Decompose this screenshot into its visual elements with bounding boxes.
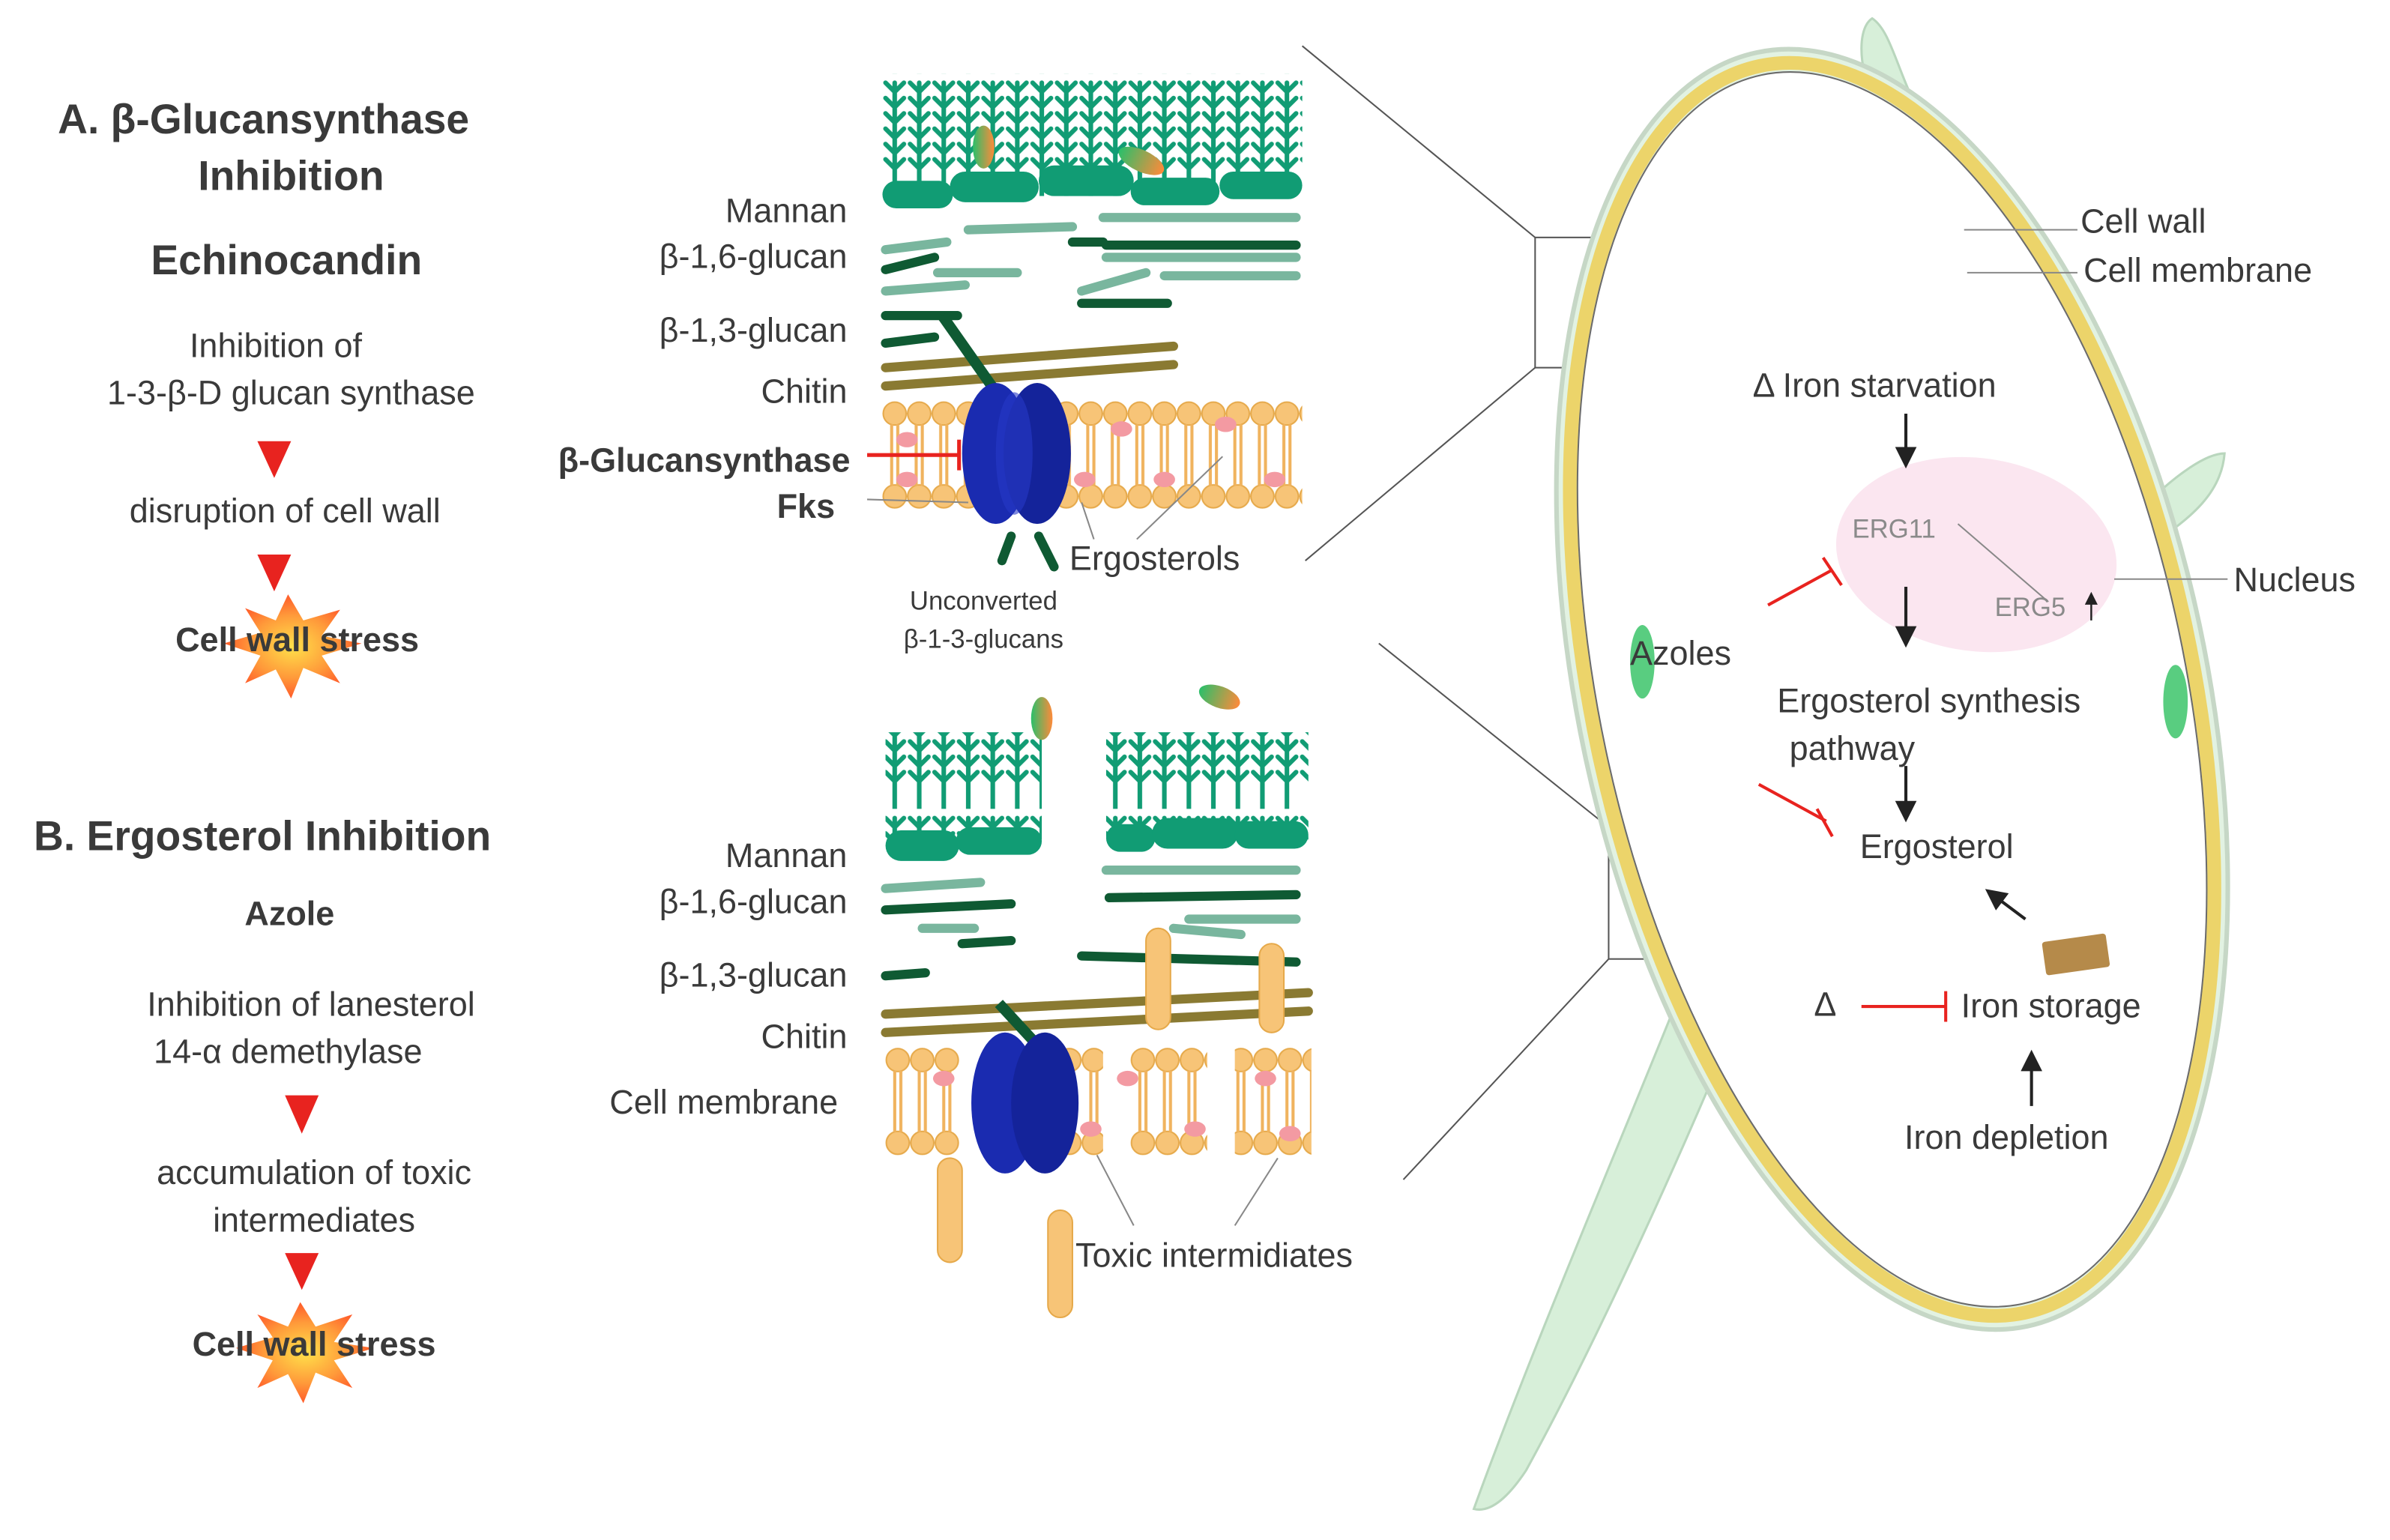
wall-b-glucan-layers	[881, 865, 1313, 1037]
wall-b-lipid-bilayer-fragments	[885, 1048, 1312, 1156]
label-erg11: ERG11	[1852, 514, 1936, 544]
glucan-synthase-enzyme	[938, 312, 1071, 525]
cell-callouts	[1957, 229, 2228, 602]
label-erg5: ERG5	[1994, 593, 2066, 622]
panel-b-outcome: Cell wall stress	[192, 1325, 436, 1364]
glucan-synthase-enzyme-b	[971, 1000, 1079, 1174]
label-b16-glucan-a: β-1,6-glucan	[659, 237, 848, 276]
label-chitin-a: Chitin	[761, 372, 848, 411]
panel-a-flow-arrows	[257, 441, 292, 592]
stress-burst-a	[223, 594, 362, 699]
label-b13-glucan-b: β-1,3-glucan	[659, 955, 848, 994]
label-cell-membrane-b: Cell membrane	[609, 1083, 839, 1122]
wall-a-mannan-layer	[882, 73, 1303, 209]
panel-a-step1-line2: 1-3-β-D glucan synthase	[106, 373, 475, 412]
cell-pathway-arrows	[1895, 413, 2098, 1106]
label-mannan-b: Mannan	[725, 836, 848, 875]
drug-pill	[1198, 684, 1240, 710]
panel-b-step2: accumulation of toxic	[157, 1153, 472, 1192]
wall-b-sterols	[932, 1070, 1301, 1141]
stress-burst-b	[235, 1302, 374, 1404]
label-azoles: Azoles	[1630, 634, 1732, 673]
panel-a-title: A. β-Glucansynthase	[58, 96, 470, 143]
wall-b-callouts	[1096, 1154, 1279, 1226]
label-b13-glucan-a: β-1,3-glucan	[659, 310, 848, 350]
label-iron-starvation: Δ Iron starvation	[1752, 366, 1997, 405]
label-ergosterols: Ergosterols	[1069, 539, 1240, 578]
drug-pill	[973, 125, 995, 169]
panel-a-outcome: Cell wall stress	[175, 620, 420, 659]
label-iron-storage: Iron storage	[1961, 986, 2141, 1025]
label-chitin-b: Chitin	[761, 1017, 848, 1056]
azole-binding-spots	[1630, 625, 2188, 739]
label-delta: Δ	[1814, 985, 1837, 1024]
cell-membrane-ring	[1563, 55, 2221, 1323]
label-unconverted-line2: β-1-3-glucans	[903, 625, 1063, 654]
label-cell-wall: Cell wall	[2080, 202, 2206, 241]
cell-inhibition-bars	[1757, 556, 1948, 1022]
label-unconverted: Unconverted	[909, 586, 1057, 616]
panel-a-step2: disruption of cell wall	[129, 492, 441, 531]
label-pathway-line2: pathway	[1789, 729, 1916, 768]
label-cell-membrane: Cell membrane	[2083, 251, 2313, 290]
panel-b-title: B. Ergosterol Inhibition	[33, 813, 492, 860]
unconverted-glucan-fragments	[997, 531, 1059, 572]
panel-b-step1-line2: 14-α demethylase	[154, 1032, 423, 1071]
cell-membrane-dark-edge	[1576, 71, 2208, 1308]
iron-storage-granule	[2042, 933, 2110, 976]
wall-a-callouts	[867, 456, 1224, 540]
panel-b-step2-line2: intermediates	[213, 1201, 416, 1239]
label-b16-glucan-b: β-1,6-glucan	[659, 882, 848, 921]
panel-a-title-line2: Inhibition	[198, 153, 384, 199]
panel-b-drug: Azole	[244, 894, 335, 933]
drug-pill	[1030, 697, 1053, 740]
label-mannan-a: Mannan	[725, 191, 848, 230]
label-ergosterol: Ergosterol	[1859, 827, 2014, 866]
panel-b-step1: Inhibition of lanesterol	[147, 985, 475, 1024]
label-glucansynthase: β-Glucansynthase	[558, 441, 851, 480]
toxic-intermediate-columns	[937, 927, 1285, 1319]
wall-b-mannan-layer	[885, 684, 1309, 861]
drug-pill	[1118, 146, 1165, 175]
wall-a-glucan-layers	[881, 213, 1301, 391]
wall-a-ergosterols	[896, 417, 1286, 488]
label-toxic-intermediates: Toxic intermidiates	[1075, 1236, 1353, 1275]
panel-a-drug: Echinocandin	[151, 237, 423, 284]
label-nucleus: Nucleus	[2233, 561, 2356, 600]
panel-b-flow-arrows	[285, 1095, 319, 1290]
label-fks: Fks	[776, 487, 836, 526]
inhibition-bar-a	[867, 439, 962, 471]
label-pathway: Ergosterol synthesis	[1777, 681, 2081, 720]
panel-a-step1: Inhibition of	[189, 326, 362, 365]
label-iron-depletion: Iron depletion	[1904, 1118, 2109, 1157]
